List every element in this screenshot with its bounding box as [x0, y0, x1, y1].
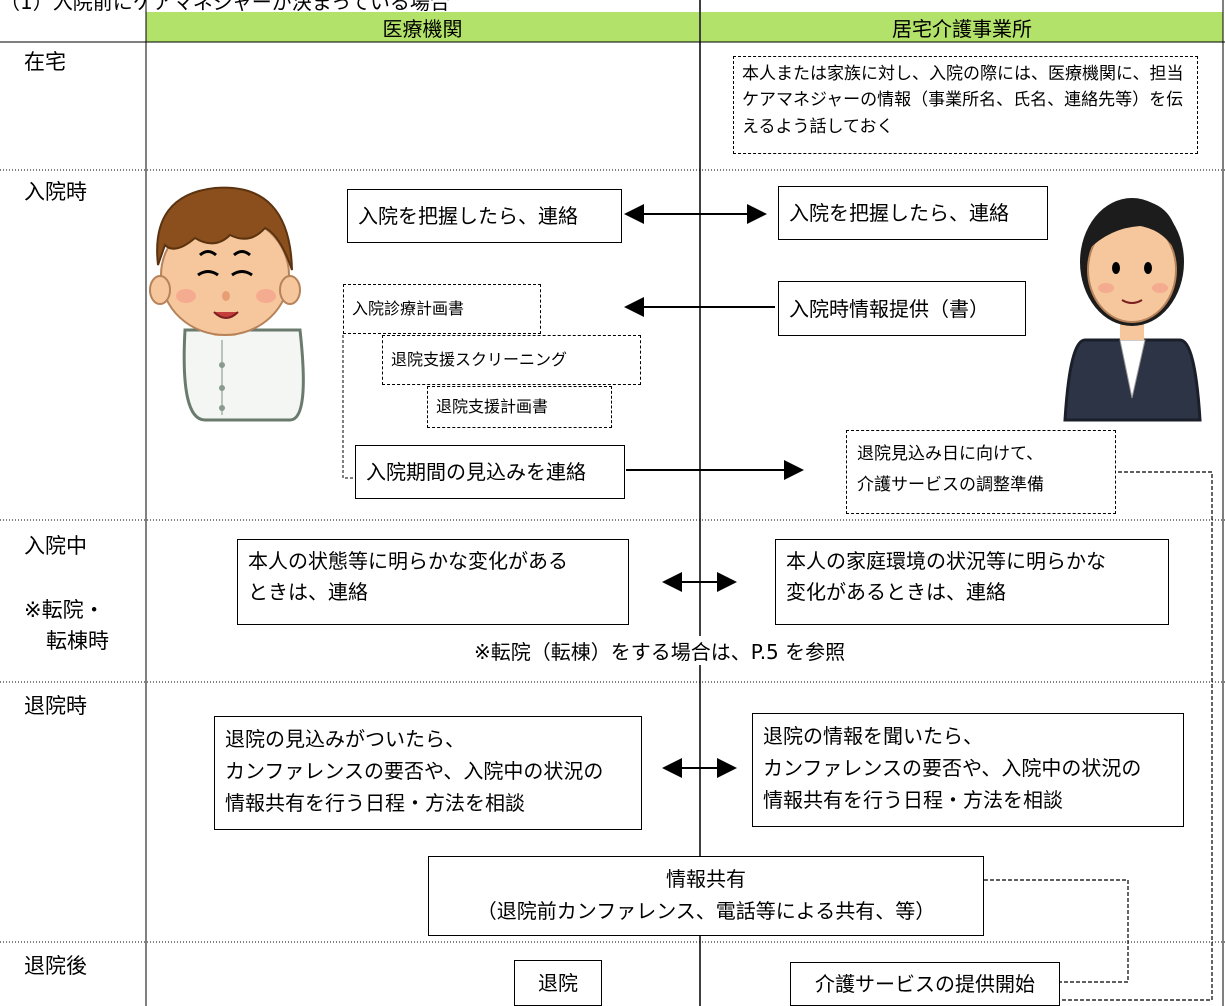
medical-status-change: 本人の状態等に明らかな変化がある ときは、連絡 [237, 539, 629, 625]
information-sharing-line-2: （退院前カンファレンス、電話等による共有、等） [476, 899, 936, 923]
discharge-box: 退院 [514, 960, 602, 1006]
row-label-discharge: 退院時 [24, 694, 87, 718]
home-note: 本人または家族に対し、入院の際には、医療機関に、担当ケアマネジャーの情報（事業所… [733, 56, 1198, 154]
header-care: 居宅介護事業所 [701, 12, 1223, 42]
row-label-transfer-2: 転棟時 [46, 629, 109, 653]
service-preparation-line-1: 退院見込み日に向けて、 [857, 444, 1044, 464]
row-label-inpatient: 入院中 [24, 534, 87, 558]
care-admission-contact: 入院を把握したら、連絡 [778, 186, 1048, 240]
caption: （1）入院前にケアマネジャーが決まっている場合 [0, 0, 450, 14]
service-preparation-line-2: 介護サービスの調整準備 [857, 474, 1044, 495]
plan-discharge-screening: 退院支援スクリーニング [382, 335, 641, 385]
medical-discharge-consult-line-2: カンファレンスの要否や、入院中の状況の [225, 759, 604, 783]
plan-admission-care: 入院診療計画書 [343, 284, 541, 334]
information-sharing-line-1: 情報共有 [666, 867, 746, 891]
medical-discharge-consult-line-1: 退院の見込みがついたら、 [225, 727, 465, 751]
care-discharge-consult-line-3: 情報共有を行う日程・方法を相談 [763, 788, 1063, 812]
service-preparation: 退院見込み日に向けて、 介護サービスの調整準備 [846, 430, 1116, 514]
row-label-admission: 入院時 [24, 180, 87, 204]
doctor-illustration [149, 186, 305, 422]
care-discharge-consult: 退院の情報を聞いたら、 カンファレンスの要否や、入院中の状況の 情報共有を行う日… [752, 713, 1184, 827]
care-status-change-line-1: 本人の家庭環境の状況等に明らかな [786, 549, 1106, 573]
plan-discharge-support: 退院支援計画書 [427, 386, 612, 428]
medical-status-change-line-1: 本人の状態等に明らかな変化がある [248, 549, 568, 573]
medical-admission-contact: 入院を把握したら、連絡 [347, 189, 622, 243]
care-status-change: 本人の家庭環境の状況等に明らかな 変化があるときは、連絡 [775, 539, 1169, 625]
row-label-transfer: ※転院・ [24, 598, 105, 622]
admission-period-contact: 入院期間の見込みを連絡 [355, 445, 625, 499]
care-discharge-consult-line-1: 退院の情報を聞いたら、 [763, 724, 983, 748]
service-start-box: 介護サービスの提供開始 [790, 962, 1060, 1006]
medical-status-change-line-2: ときは、連絡 [248, 580, 368, 604]
medical-discharge-consult: 退院の見込みがついたら、 カンファレンスの要否や、入院中の状況の 情報共有を行う… [214, 716, 642, 830]
information-sharing: 情報共有 （退院前カンファレンス、電話等による共有、等） [428, 856, 984, 936]
medical-discharge-consult-line-3: 情報共有を行う日程・方法を相談 [225, 791, 525, 815]
row-label-after: 退院後 [24, 954, 87, 978]
row-label-home: 在宅 [24, 50, 66, 74]
care-status-change-line-2: 変化があるときは、連絡 [786, 580, 1006, 604]
care-manager-illustration [1063, 198, 1202, 422]
transfer-reference: ※転院（転棟）をする場合は、P.5 を参照 [470, 636, 850, 665]
care-info-document: 入院時情報提供（書） [778, 281, 1026, 336]
header-medical: 医療機関 [146, 12, 699, 42]
care-discharge-consult-line-2: カンファレンスの要否や、入院中の状況の [763, 756, 1142, 780]
